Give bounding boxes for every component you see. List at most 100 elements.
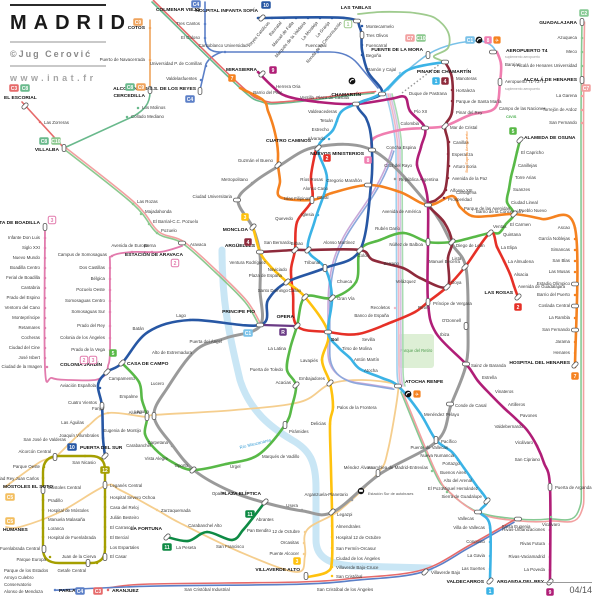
station-marker xyxy=(223,50,227,54)
station-marker xyxy=(542,461,546,465)
station-label: Coslada Central xyxy=(539,303,571,308)
station-label: San Fernando xyxy=(542,327,570,332)
station-marker xyxy=(41,526,45,530)
station-label: Abrantes xyxy=(256,517,274,522)
station-label: Las Águilas xyxy=(61,420,85,425)
station-label: 12 de Octubre xyxy=(272,529,300,534)
station-marker xyxy=(450,194,454,198)
station-marker xyxy=(188,318,192,322)
station-interchange xyxy=(41,545,47,554)
station-label: Barrio del Pilar xyxy=(253,90,282,95)
title-rule-top xyxy=(10,4,106,6)
line-badge-label: 5 xyxy=(112,351,115,357)
station-marker xyxy=(502,406,506,410)
station-label: PLAZA ELÍPTICA xyxy=(221,489,261,497)
line-badge xyxy=(244,238,252,246)
station-label: Alcorcón Central xyxy=(19,449,51,454)
station-marker xyxy=(137,380,141,384)
station-marker xyxy=(43,236,47,240)
station-label: Villaverde Bajo xyxy=(431,570,461,575)
station-interchange xyxy=(420,125,429,131)
station-marker xyxy=(146,330,150,334)
line-badge-label: C9 xyxy=(135,20,142,26)
station-label: Alcalá de Henares Universidad xyxy=(517,63,578,68)
station-interchange xyxy=(261,498,269,506)
station-marker xyxy=(393,177,397,181)
station-label: Palos de la Frontera xyxy=(337,405,377,410)
station-label: Ciudad de los Ángeles xyxy=(336,556,381,561)
station-label: La Rambla xyxy=(549,315,571,320)
station-marker xyxy=(548,555,552,559)
line-badge xyxy=(47,215,57,225)
station-marker xyxy=(38,120,42,124)
station-marker xyxy=(103,505,107,509)
station-label: Atocha xyxy=(364,368,378,373)
station-marker xyxy=(43,306,47,310)
author-url[interactable]: www.inat.fr xyxy=(10,73,97,83)
station-marker xyxy=(327,137,331,141)
station-marker xyxy=(45,365,49,369)
station-marker xyxy=(294,16,298,20)
station-label: Ciudad Lineal xyxy=(511,200,538,205)
page-title: MADRID xyxy=(10,12,132,34)
station-marker xyxy=(43,296,47,300)
line-badge-label: C5 xyxy=(7,519,14,525)
station-label: Somosaguas Sur xyxy=(71,309,105,314)
station-label: LA FORTUNA xyxy=(130,526,162,532)
station-marker xyxy=(442,196,446,200)
transfer-dash xyxy=(401,63,441,94)
line-badge-label: C8 xyxy=(127,85,134,91)
station-marker xyxy=(268,264,272,268)
station-marker xyxy=(580,50,584,54)
station-marker xyxy=(302,541,306,545)
station-interchange xyxy=(516,136,524,144)
station-label: Ibiza xyxy=(440,332,450,337)
station-label: Conde de Casal xyxy=(455,403,487,408)
station-label: COTOS xyxy=(128,25,146,31)
station-marker xyxy=(390,320,394,324)
station-interchange xyxy=(393,383,402,389)
metro-line-C1-tunnel xyxy=(385,93,400,387)
station-label: Los Espartales xyxy=(110,545,140,550)
line-badge-label: 10 xyxy=(69,445,75,451)
map-annotation: CIVIS xyxy=(506,114,517,119)
station-interchange xyxy=(571,361,579,369)
station-interchange xyxy=(283,278,291,286)
station-label: Ramón y Cajal xyxy=(367,67,396,72)
line-badge xyxy=(20,84,30,92)
station-interchange xyxy=(425,237,431,246)
station-label: Alto del Arenal xyxy=(444,478,472,483)
line-badge xyxy=(88,355,98,365)
station-label: EL ESCORIAL xyxy=(4,95,37,101)
station-label: Colón xyxy=(358,253,370,258)
station-label: ATOCHA RENFE xyxy=(405,379,444,385)
station-marker xyxy=(413,310,417,314)
station-marker xyxy=(143,432,147,436)
station-marker xyxy=(224,336,228,340)
station-marker xyxy=(580,121,584,125)
station-label: PARLA xyxy=(59,588,76,594)
station-label: Hospital 12 de Octubre xyxy=(336,535,381,540)
station-interchange xyxy=(497,78,503,87)
station-marker xyxy=(330,574,334,578)
station-label: AEROPUERTO T4 xyxy=(506,48,548,54)
station-label: Canillas xyxy=(453,140,469,145)
line-badge-label: 4 xyxy=(444,79,447,85)
station-marker xyxy=(450,88,454,92)
station-label: Prado de la Vega xyxy=(71,347,105,352)
station-label: Vinateros xyxy=(495,389,514,394)
renfe-icon-glyph xyxy=(349,79,355,83)
station-marker xyxy=(330,16,334,20)
station-interchange xyxy=(571,281,580,287)
metro-line-C8-tunnel xyxy=(389,93,404,387)
station-label: Valdeacederas xyxy=(308,109,338,114)
station-label: LAS TABLAS xyxy=(341,5,372,11)
station-interchange xyxy=(440,59,449,65)
station-interchange xyxy=(326,379,334,387)
station-marker xyxy=(348,356,352,360)
station-label: LAS ROSAS xyxy=(484,290,513,296)
station-label: HOSPITAL DEL HENARES xyxy=(509,360,570,366)
station-interchange xyxy=(301,293,309,301)
station-label: Barajas xyxy=(505,62,521,67)
station-label: Plaza de Castilla xyxy=(316,95,349,100)
